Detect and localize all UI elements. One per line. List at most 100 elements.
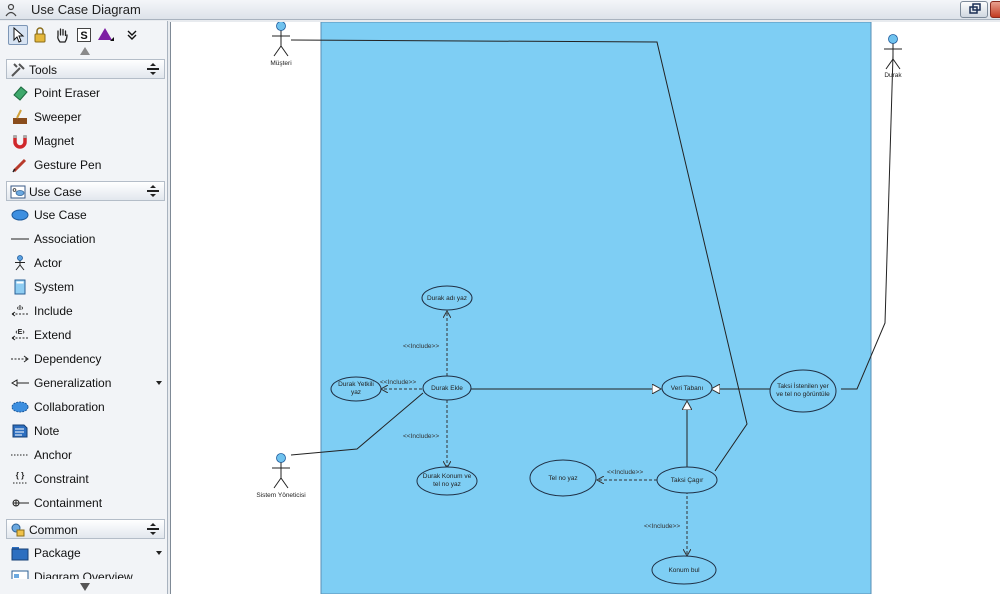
palette-item-system[interactable]: System	[6, 276, 165, 298]
palette-item-label: Include	[34, 304, 73, 318]
section-common-header[interactable]: Common	[6, 519, 165, 539]
restore-icon	[969, 3, 981, 14]
palette-item-label: Gesture Pen	[34, 158, 102, 172]
sticky-tool-button[interactable]: S	[74, 25, 94, 45]
palette-item-diagram-overview[interactable]: Diagram Overview	[6, 566, 165, 579]
system-icon	[14, 279, 26, 295]
cursor-icon	[13, 27, 25, 43]
close-button[interactable]	[990, 1, 1000, 18]
actor-sistem-yoneticisi[interactable]: Sistem Yöneticisi	[256, 453, 306, 500]
dropdown-arrow-icon[interactable]	[156, 551, 162, 555]
use-case-durak-yetkili-yaz[interactable]: Durak Yetkili yaz	[330, 376, 382, 402]
palette-item-package[interactable]: Package	[6, 542, 165, 564]
containment-icon	[12, 499, 29, 507]
use-case-diagram: <<Include>> <<Include>> <<Include>> <<In…	[256, 22, 902, 594]
palette-item-anchor[interactable]: Anchor	[6, 444, 165, 466]
package-icon	[11, 547, 29, 561]
svg-text:S: S	[80, 30, 87, 42]
palette-item-label: Constraint	[34, 472, 89, 486]
palette-item-constraint[interactable]: { } Constraint	[6, 468, 165, 490]
palette-item-extend[interactable]: ‹E› Extend	[6, 324, 165, 346]
palette-item-label: Extend	[34, 328, 72, 342]
use-case-label: Veri Tabanı	[671, 385, 704, 392]
section-tools-header[interactable]: Tools	[6, 59, 165, 79]
select-tool-button[interactable]	[8, 25, 28, 45]
dropdown-arrow-icon[interactable]	[156, 381, 162, 385]
palette-item-magnet[interactable]: Magnet	[6, 130, 165, 152]
palette-item-label: System	[34, 280, 75, 294]
constraint-icon: { }	[13, 471, 27, 484]
collapse-icon[interactable]	[147, 63, 159, 75]
palette-item-point-eraser[interactable]: Point Eraser	[6, 82, 165, 104]
diagram-overview-icon	[11, 570, 29, 579]
s-icon: S	[77, 28, 91, 42]
use-case-durak-adi-yaz[interactable]: Durak adı yaz	[421, 285, 473, 311]
hand-tool-button[interactable]	[52, 25, 72, 45]
note-icon	[12, 424, 28, 438]
svg-text:‹E›: ‹E›	[15, 329, 25, 336]
palette-item-containment[interactable]: Containment	[6, 492, 165, 514]
palette-item-label: Point Eraser	[34, 86, 101, 100]
use-case-section-icon	[10, 185, 26, 199]
include-label: <<Include>>	[607, 469, 643, 476]
dashed-arrow-icon	[11, 355, 29, 363]
palette-item-generalization[interactable]: Generalization	[6, 372, 165, 394]
use-case-label: Taksi Çagır	[671, 477, 704, 484]
shape-tool-button[interactable]	[96, 25, 116, 45]
svg-text:{ }: { }	[16, 471, 24, 480]
dotted-line-icon	[11, 454, 29, 456]
association-durak-taksi-istenilen[interactable]	[841, 54, 894, 390]
app-icon	[5, 3, 17, 17]
use-case-tel-no-yaz[interactable]: Tel no yaz	[529, 459, 597, 497]
diagram-palette: S Tools Point Eraser Sweeper Magnet	[0, 21, 168, 594]
include-label: <<Include>>	[403, 343, 439, 350]
system-boundary[interactable]	[320, 22, 872, 594]
actor-durak[interactable]: Durak	[884, 34, 902, 80]
palette-item-label: Use Case	[34, 208, 87, 222]
palette-item-collaboration[interactable]: Collaboration	[6, 396, 165, 418]
collapse-icon[interactable]	[147, 185, 159, 197]
use-case-taksi-cagir[interactable]: Taksi Çagır	[656, 466, 718, 494]
use-case-durak-ekle[interactable]: Durak Ekle	[422, 375, 472, 401]
palette-item-gesture-pen[interactable]: Gesture Pen	[6, 154, 165, 176]
actor-musteri[interactable]: Müşteri	[270, 22, 292, 67]
lock-tool-button[interactable]	[30, 25, 50, 45]
palette-item-association[interactable]: Association	[6, 228, 165, 250]
palette-item-label: Actor	[34, 256, 63, 270]
collapse-icon[interactable]	[147, 523, 159, 535]
section-use-case-header[interactable]: Use Case	[6, 181, 165, 201]
palette-item-note[interactable]: Note	[6, 420, 165, 442]
use-case-taksi-istenilen[interactable]: Taksi İstenilen yer ve tel no görüntüle	[769, 369, 837, 413]
ellipse-icon	[11, 209, 29, 221]
diagram-canvas[interactable]: <<Include>> <<Include>> <<Include>> <<In…	[170, 22, 1000, 594]
use-case-label: Durak Ekle	[431, 385, 463, 392]
palette-item-actor[interactable]: Actor	[6, 252, 165, 274]
sweeper-icon	[13, 109, 27, 124]
scroll-down-arrow-icon[interactable]	[80, 583, 90, 591]
section-tools-label: Tools	[29, 63, 58, 77]
association-musteri-taksi-cagir[interactable]	[290, 39, 748, 472]
use-case-label: Konum bul	[668, 567, 700, 574]
collaboration-icon	[11, 401, 29, 413]
association-sistem-durak-ekle[interactable]	[290, 392, 424, 456]
palette-item-dependency[interactable]: Dependency	[6, 348, 165, 370]
more-tools-button[interactable]	[122, 25, 142, 45]
use-case-konum-bul[interactable]: Konum bul	[651, 555, 717, 585]
palette-item-sweeper[interactable]: Sweeper	[6, 106, 165, 128]
use-case-label: Taksi İstenilen yer	[777, 381, 829, 390]
use-case-label: yaz	[351, 389, 361, 396]
extend-icon: ‹E›	[11, 329, 28, 341]
use-case-veri-tabani[interactable]: Veri Tabanı	[661, 375, 713, 401]
palette-item-use-case[interactable]: Use Case	[6, 204, 165, 226]
use-case-durak-konum[interactable]: Durak Konum ve tel no yaz	[416, 466, 478, 496]
eraser-icon	[13, 86, 28, 101]
window-title: Use Case Diagram	[31, 2, 141, 17]
restore-button[interactable]	[960, 1, 988, 18]
tools-icon	[11, 63, 25, 77]
scroll-up-arrow-icon[interactable]	[80, 47, 90, 55]
palette-item-label: Containment	[34, 496, 103, 510]
palette-item-include[interactable]: ‹I› Include	[6, 300, 165, 322]
common-section-icon	[11, 523, 25, 537]
palette-item-label: Anchor	[34, 448, 73, 462]
